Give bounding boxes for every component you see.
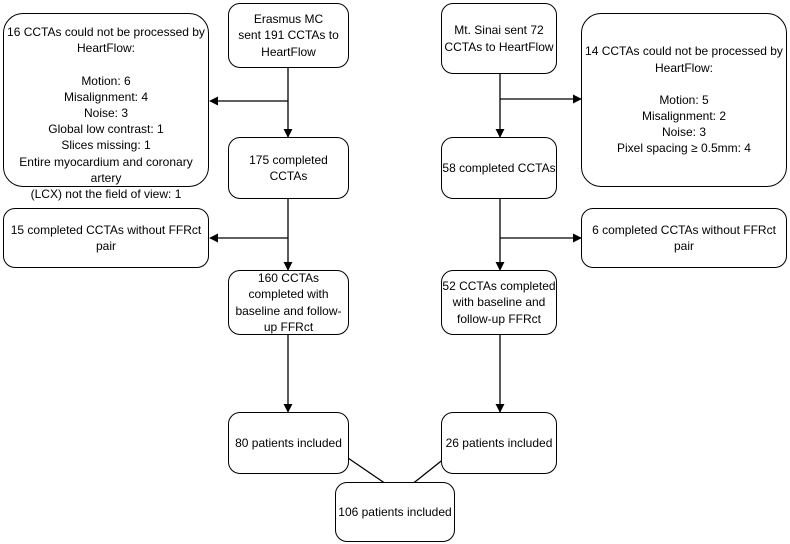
sinai-sent-box: Mt. Sinai sent 72 CCTAs to HeartFlow xyxy=(441,3,557,74)
sinai-excluded-text: 14 CCTAs could not be processed by Heart… xyxy=(585,44,783,156)
sinai-patients-box: 26 patients included xyxy=(441,412,557,474)
erasmus-excluded-text: 16 CCTAs could not be processed by Heart… xyxy=(7,25,205,201)
sinai-completed-box: 58 completed CCTAs xyxy=(441,137,557,199)
erasmus-completed-text: 175 completed CCTAs xyxy=(249,152,328,183)
sinai-ffrct-box: 52 CCTAs completed with baseline and fol… xyxy=(441,270,557,335)
erasmus-no-pair-box: 15 completed CCTAs without FFRct pair xyxy=(3,208,209,268)
sinai-sent-text: Mt. Sinai sent 72 CCTAs to HeartFlow xyxy=(444,23,554,54)
erasmus-ffrct-box: 160 CCTAs completed with baseline and fo… xyxy=(228,270,349,335)
erasmus-patients-text: 80 patients included xyxy=(235,435,342,450)
sinai-ffrct-text: 52 CCTAs completed with baseline and fol… xyxy=(442,279,556,326)
erasmus-sent-text: Erasmus MC sent 191 CCTAs to HeartFlow xyxy=(238,12,339,59)
erasmus-excluded-box: 16 CCTAs could not be processed by Heart… xyxy=(3,13,209,201)
total-patients-text: 106 patients included xyxy=(338,504,452,519)
sinai-completed-text: 58 completed CCTAs xyxy=(442,160,556,175)
erasmus-sent-box: Erasmus MC sent 191 CCTAs to HeartFlow xyxy=(228,3,349,68)
erasmus-completed-box: 175 completed CCTAs xyxy=(228,137,349,199)
erasmus-ffrct-text: 160 CCTAs completed with baseline and fo… xyxy=(235,271,342,334)
sinai-no-pair-box: 6 completed CCTAs without FFRct pair xyxy=(581,208,787,268)
sinai-no-pair-text: 6 completed CCTAs without FFRct pair xyxy=(592,222,776,253)
sinai-excluded-box: 14 CCTAs could not be processed by Heart… xyxy=(581,13,787,187)
erasmus-patients-box: 80 patients included xyxy=(228,412,349,474)
erasmus-no-pair-text: 15 completed CCTAs without FFRct pair xyxy=(10,222,202,253)
sinai-patients-text: 26 patients included xyxy=(445,435,553,450)
total-patients-box: 106 patients included xyxy=(335,482,455,542)
